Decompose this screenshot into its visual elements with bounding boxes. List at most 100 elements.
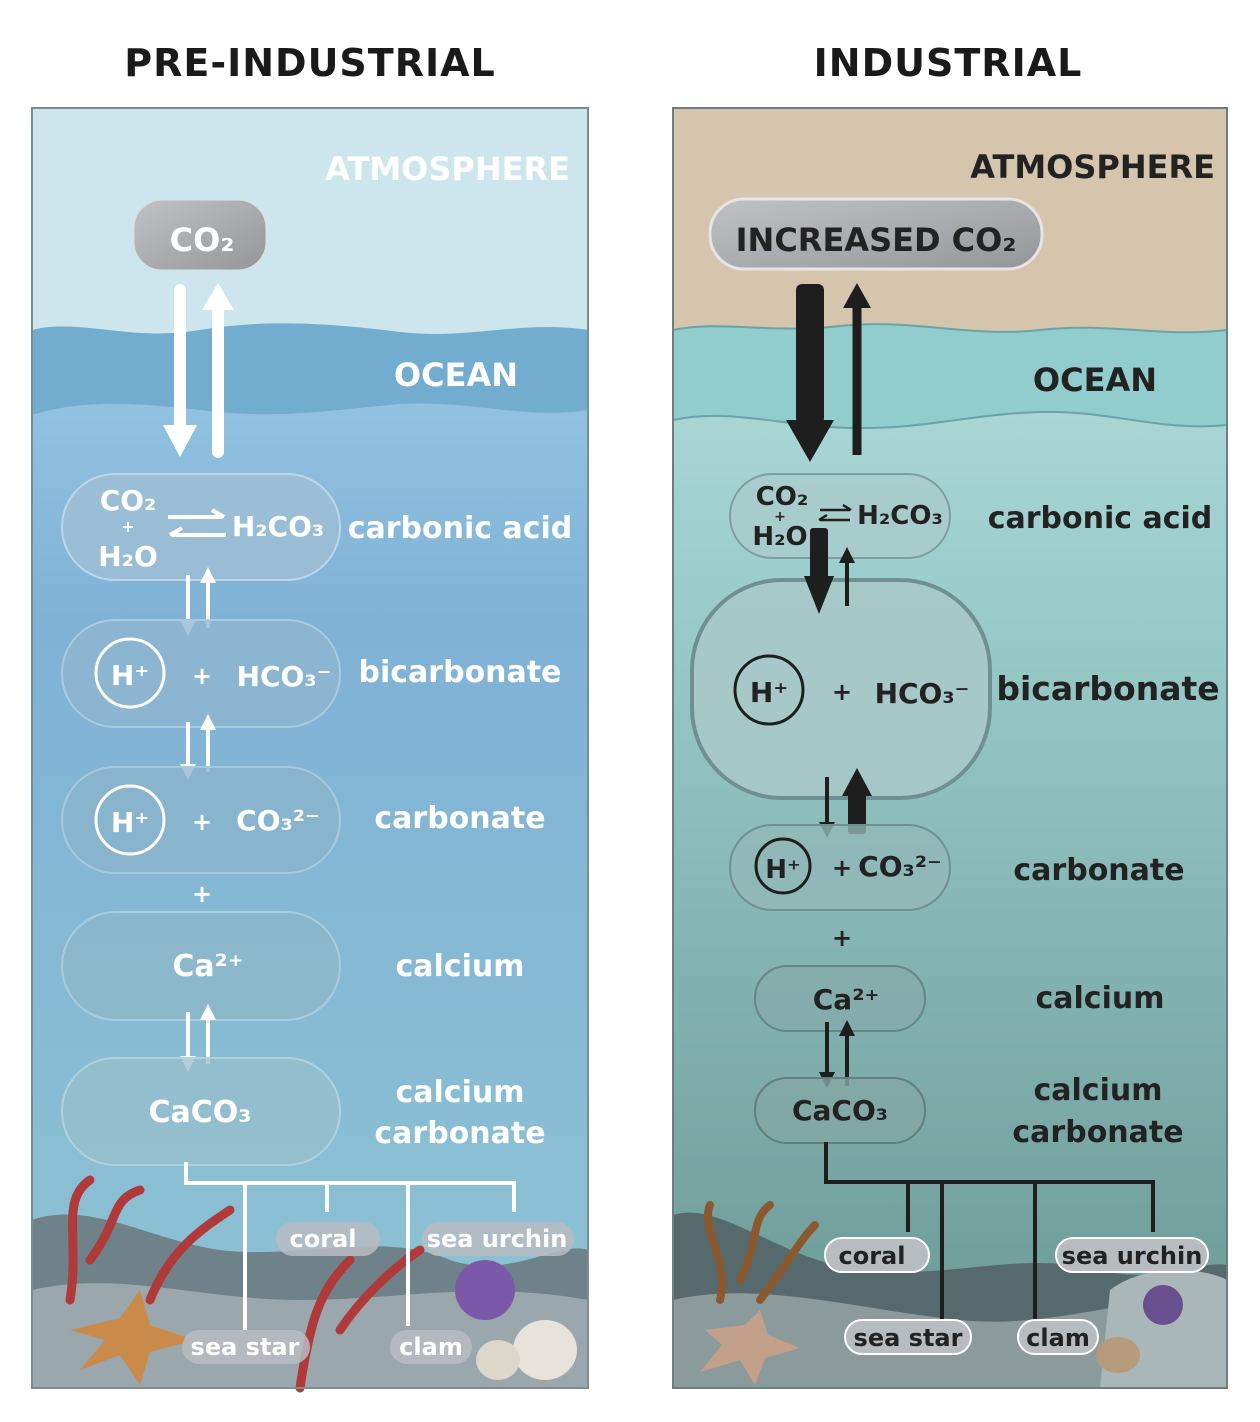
- ind-caco3-species: CaCO₃: [792, 1094, 888, 1127]
- ind-carbonate-label: carbonate: [1013, 853, 1184, 888]
- pre-carbonate-plus: +: [192, 808, 212, 836]
- pre-industrial-panel: ATMOSPHERE OCEAN CO₂ CO₂ + H₂O H₂CO₃ car…: [31, 107, 589, 1393]
- pre-carbonic-plus: +: [121, 517, 134, 536]
- pre-tag-coral: [276, 1222, 380, 1256]
- industrial-title: INDUSTRIAL: [814, 41, 1083, 85]
- pre-sea-star-illustration: [70, 1290, 195, 1385]
- pre-atmosphere-label: ATMOSPHERE: [325, 150, 570, 188]
- ind-atmosphere-label: ATMOSPHERE: [970, 148, 1215, 186]
- pre-caco3-species: CaCO₃: [149, 1095, 252, 1130]
- pre-between-plus: +: [192, 880, 212, 908]
- ind-calcium-label: calcium: [1036, 981, 1165, 1016]
- pre-co2-up-arrowhead: [202, 283, 234, 310]
- pre-caco3-distribution-lines: [184, 1162, 516, 1330]
- pre-carbonic-reactant1: CO₂: [100, 484, 157, 517]
- ind-thick-up-arrowhead-2: [842, 768, 872, 796]
- ind-tag-sea-urchin: [1055, 1237, 1209, 1273]
- ind-coral-illustration: [704, 1201, 819, 1304]
- pre-wave-band: [32, 323, 588, 415]
- pre-calcium-pill: [61, 911, 341, 1021]
- ind-carbonate-pill: [729, 824, 951, 911]
- pre-caco3-pill: [61, 1057, 341, 1166]
- pre-tag-clam: [390, 1330, 472, 1364]
- ind-tag-coral: [824, 1237, 930, 1273]
- ind-caco3-distribution-lines: [824, 1142, 1155, 1320]
- pre-tag-coral-label: coral: [290, 1225, 357, 1253]
- ind-thick-up-arrow-2: [848, 792, 866, 834]
- ind-bicarbonate-ion: H⁺: [750, 676, 788, 709]
- pre-bicarbonate-ion: H⁺: [111, 659, 149, 692]
- pre-calcium-species: Ca²⁺: [172, 949, 243, 984]
- ind-bicarbonate-plus: +: [832, 678, 852, 706]
- ind-clam-illustration: [1096, 1337, 1140, 1373]
- ind-co2-up-arrowhead: [843, 283, 871, 308]
- ind-carbonate-ion: H⁺: [765, 855, 800, 885]
- ind-carbonic-reactant2: H₂O: [752, 522, 807, 552]
- pre-tag-sea-star-label: sea star: [191, 1333, 300, 1361]
- ind-tag-sea-urchin-label: sea urchin: [1062, 1242, 1203, 1270]
- pre-equilibrium-arrows-3: [180, 1004, 216, 1072]
- ind-carbonate-plus: +: [832, 854, 852, 882]
- pre-hydrogen-ion-circle: [94, 637, 166, 709]
- pre-carbonic-acid-label: carbonic acid: [348, 511, 573, 546]
- ind-caco3-label-line1: calcium: [1034, 1073, 1163, 1108]
- pre-carbonate-pill: [61, 766, 341, 874]
- pre-carbonate-ion: H⁺: [111, 806, 149, 839]
- ind-carbonic-acid-label: carbonic acid: [988, 501, 1213, 536]
- pre-equilibrium-arrows-2: [180, 714, 216, 780]
- ind-bicarbonate-pill: [690, 578, 992, 800]
- ind-co2-down-arrow: [796, 284, 824, 424]
- ind-between-plus: +: [832, 924, 852, 952]
- pre-co2-down-arrowhead: [163, 425, 197, 457]
- ind-thick-down-arrow-1: [810, 528, 828, 580]
- ind-tag-clam-label: clam: [1026, 1324, 1090, 1352]
- pre-hydrogen-ion-circle-2: [94, 784, 166, 856]
- ind-tag-sea-star-label: sea star: [854, 1324, 963, 1352]
- ind-carbonate-species: CO₃²⁻: [858, 850, 942, 883]
- ind-caco3-pill: [754, 1077, 926, 1144]
- pre-co2-label: CO₂: [170, 221, 235, 259]
- pre-ocean-label: OCEAN: [394, 356, 518, 394]
- ind-sea-star-illustration: [700, 1310, 800, 1385]
- pre-clam-illustration-2: [476, 1340, 520, 1380]
- pre-sea-urchin-illustration: [455, 1260, 515, 1320]
- ind-sea-urchin-illustration: [1143, 1285, 1183, 1325]
- pre-caco3-label-line2: carbonate: [374, 1116, 545, 1151]
- pre-equilibrium-forward-icon: [168, 508, 226, 519]
- pre-carbonic-reactant2: H₂O: [98, 540, 158, 573]
- pre-clam-illustration: [513, 1320, 577, 1380]
- ind-caco3-label-line2: carbonate: [1012, 1115, 1183, 1150]
- pre-carbonate-label: carbonate: [374, 801, 545, 836]
- ind-increased-co2-label: INCREASED CO₂: [736, 221, 1017, 259]
- ind-ocean-label: OCEAN: [1033, 361, 1157, 399]
- ind-thick-down-arrowhead-1: [804, 576, 834, 614]
- pre-bicarbonate-species: HCO₃⁻: [237, 660, 332, 693]
- ind-panel-border: [672, 107, 1228, 1389]
- pre-tag-sea-star: [182, 1330, 310, 1364]
- pre-panel-border: [31, 107, 589, 1389]
- pre-tag-sea-urchin: [422, 1222, 574, 1256]
- pre-calcium-label: calcium: [396, 949, 525, 984]
- ind-carbonic-reactant1: CO₂: [756, 482, 809, 512]
- pre-carbonate-species: CO₃²⁻: [236, 804, 320, 837]
- pre-industrial-title: PRE-INDUSTRIAL: [124, 41, 496, 85]
- ind-carbonic-product: H₂CO₃: [857, 501, 943, 531]
- pre-coral-illustration: [65, 1175, 425, 1393]
- ind-increased-co2-box: [708, 197, 1044, 271]
- ind-equilibrium-arrows-3: [819, 1020, 855, 1088]
- ind-equilibrium-forward-icon: [820, 503, 852, 512]
- pre-tag-clam-label: clam: [399, 1333, 463, 1361]
- ind-co2-down-arrowhead: [786, 420, 834, 462]
- pre-bicarbonate-label: bicarbonate: [359, 655, 562, 690]
- pre-bicarbonate-plus: +: [192, 662, 212, 690]
- ind-hydrogen-ion-circle-2: [754, 837, 812, 895]
- ind-hydrogen-ion-circle: [733, 654, 805, 726]
- industrial-panel: ATMOSPHERE OCEAN INCREASED CO₂ CO₂ + H₂O…: [672, 107, 1228, 1389]
- pre-caco3-label-line1: calcium: [396, 1075, 525, 1110]
- pre-sky: [32, 108, 588, 334]
- pre-tag-sea-urchin-label: sea urchin: [427, 1225, 568, 1253]
- ind-equilibrium-reverse-icon: [818, 513, 850, 522]
- pre-carbonic-product: H₂CO₃: [232, 510, 324, 543]
- ind-tag-clam: [1017, 1319, 1099, 1355]
